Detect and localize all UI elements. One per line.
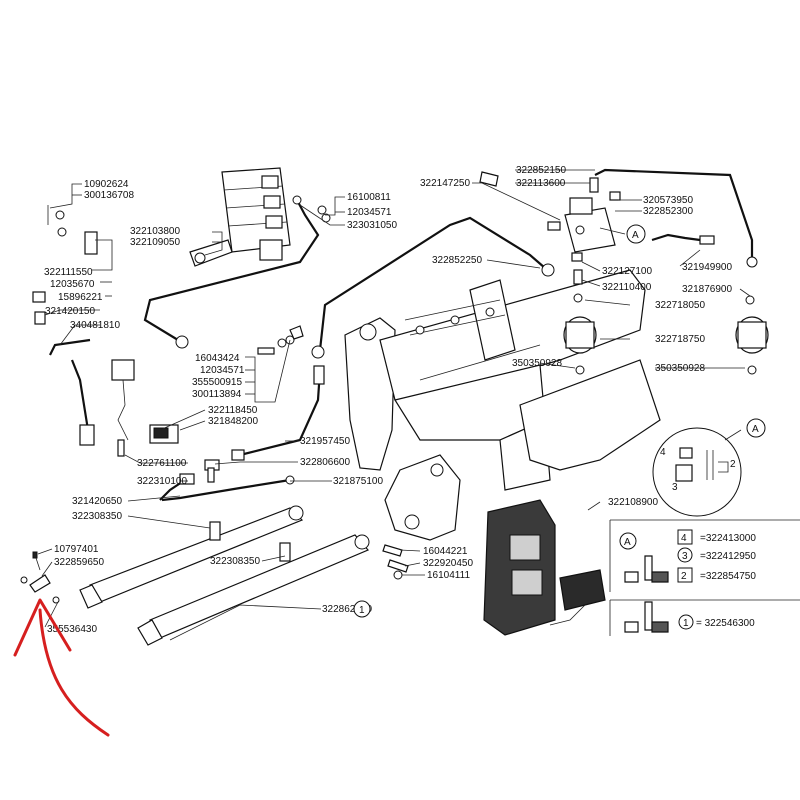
label-322310100: 322310100 bbox=[137, 476, 187, 487]
legend-val-4: =322413000 bbox=[700, 533, 756, 544]
label-322806600: 322806600 bbox=[300, 457, 350, 468]
label-10797401: 10797401 bbox=[54, 544, 99, 555]
label-321848200: 321848200 bbox=[208, 416, 258, 427]
legend-num-4: 4 bbox=[681, 533, 687, 544]
label-322118450: 322118450 bbox=[208, 405, 258, 416]
screws-center bbox=[257, 325, 304, 355]
legend-val-1: = 322546300 bbox=[696, 618, 755, 629]
label-322718750: 322718750 bbox=[655, 334, 705, 345]
callout-a-detail: A bbox=[752, 424, 759, 435]
label-12035670: 12035670 bbox=[50, 279, 95, 290]
label-15896221: 15896221 bbox=[58, 292, 103, 303]
wiring-harness bbox=[49, 338, 135, 457]
label-321420150: 321420150 bbox=[45, 306, 95, 317]
hydraulic-pipe-1 bbox=[143, 199, 320, 341]
label-322127100: 322127100 bbox=[602, 266, 652, 277]
legend-rows: 4 =322413000 3 =322412950 2 =322854750 1… bbox=[681, 533, 756, 629]
detail-a-circle bbox=[652, 427, 742, 517]
callout-2-detail: 2 bbox=[730, 459, 736, 470]
label-322111550: 322111550 bbox=[44, 267, 93, 278]
label-322308350-mid: 322308350 bbox=[210, 556, 260, 567]
legend-num-2: 2 bbox=[681, 571, 687, 582]
legend-num-3: 3 bbox=[682, 551, 688, 562]
label-350350928-left: 350350928 bbox=[512, 358, 562, 369]
label-321875100: 321875100 bbox=[333, 476, 383, 487]
label-321957450: 321957450 bbox=[300, 436, 350, 447]
main-frame bbox=[344, 269, 661, 541]
label-300136708: 300136708 bbox=[84, 190, 134, 201]
legend-val-3: =322412950 bbox=[700, 551, 756, 562]
label-300113894: 300113894 bbox=[192, 389, 242, 400]
label-323031050: 323031050 bbox=[347, 220, 397, 231]
label-322852150: 322852150 bbox=[516, 165, 566, 176]
label-10902624: 10902624 bbox=[84, 179, 129, 190]
pin-parts bbox=[20, 551, 60, 604]
solenoid-valve bbox=[479, 171, 616, 253]
callout-3-detail: 3 bbox=[672, 482, 678, 493]
label-355536430: 355536430 bbox=[47, 624, 97, 635]
fittings-mid-right bbox=[571, 252, 755, 305]
label-322761100: 322761100 bbox=[137, 458, 187, 469]
legend-val-2: =322854750 bbox=[700, 571, 756, 582]
label-321949900: 321949900 bbox=[682, 262, 732, 273]
label-16043424: 16043424 bbox=[195, 353, 240, 364]
label-322147250: 322147250 bbox=[420, 178, 470, 189]
pipe-top-right bbox=[594, 168, 754, 258]
label-322718050: 322718050 bbox=[655, 300, 705, 311]
label-340481810: 340481810 bbox=[70, 320, 120, 331]
callout-a-legend: A bbox=[624, 537, 631, 548]
hydraulic-pipe-2 bbox=[318, 216, 546, 351]
legend-box-bottom bbox=[609, 599, 800, 636]
label-322308350-left: 322308350 bbox=[72, 511, 122, 522]
callout-1-cylinder: 1 bbox=[359, 605, 365, 616]
part-labels: 10902624 300136708 322111550 12035670 15… bbox=[44, 165, 732, 635]
label-322103800: 322103800 bbox=[130, 226, 180, 237]
label-16104111: 16104111 bbox=[427, 570, 470, 581]
valve-block bbox=[189, 167, 291, 267]
sensor-cable bbox=[651, 233, 701, 242]
label-321876900: 321876900 bbox=[682, 284, 732, 295]
legend-box-top bbox=[609, 519, 800, 592]
label-322109050: 322109050 bbox=[130, 237, 180, 248]
red-arrow-annotation bbox=[13, 598, 110, 737]
label-322862400: 322862400 bbox=[322, 604, 372, 615]
cylinder-1 bbox=[79, 505, 304, 609]
callout-4-detail: 4 bbox=[660, 447, 666, 458]
label-16100811: 16100811 bbox=[347, 192, 391, 203]
hydraulic-hose-1 bbox=[239, 369, 322, 457]
label-322108900: 322108900 bbox=[608, 497, 658, 508]
callout-a-valve: A bbox=[632, 230, 639, 241]
t-fitting bbox=[204, 459, 220, 483]
label-322852250: 322852250 bbox=[432, 255, 482, 266]
switch-block bbox=[149, 424, 179, 444]
nuts-top bbox=[317, 205, 331, 223]
label-12034571-top: 12034571 bbox=[347, 207, 392, 218]
control-console bbox=[483, 499, 606, 636]
label-350350928-right: 350350928 bbox=[655, 363, 705, 374]
label-320573950: 320573950 bbox=[643, 195, 693, 206]
callout-markers: A A A 1 2 3 4 bbox=[353, 224, 766, 618]
label-322920450: 322920450 bbox=[423, 558, 473, 569]
leader-lines bbox=[37, 169, 751, 641]
label-16044221: 16044221 bbox=[423, 546, 468, 557]
cylinder-2 bbox=[137, 534, 370, 646]
label-322859650: 322859650 bbox=[54, 557, 104, 568]
accumulator-1 bbox=[563, 316, 597, 375]
legend-num-1: 1 bbox=[683, 618, 689, 629]
accumulator-2 bbox=[735, 316, 769, 375]
left-bolt-stack bbox=[32, 205, 98, 325]
label-321420650: 321420650 bbox=[72, 496, 122, 507]
label-322113600: 322113600 bbox=[516, 178, 566, 189]
label-355500915: 355500915 bbox=[192, 377, 242, 388]
label-322110400: 322110400 bbox=[602, 282, 652, 293]
label-12034571-mid: 12034571 bbox=[200, 365, 245, 376]
label-322852300: 322852300 bbox=[643, 206, 693, 217]
hydraulic-hose-2 bbox=[161, 478, 291, 502]
